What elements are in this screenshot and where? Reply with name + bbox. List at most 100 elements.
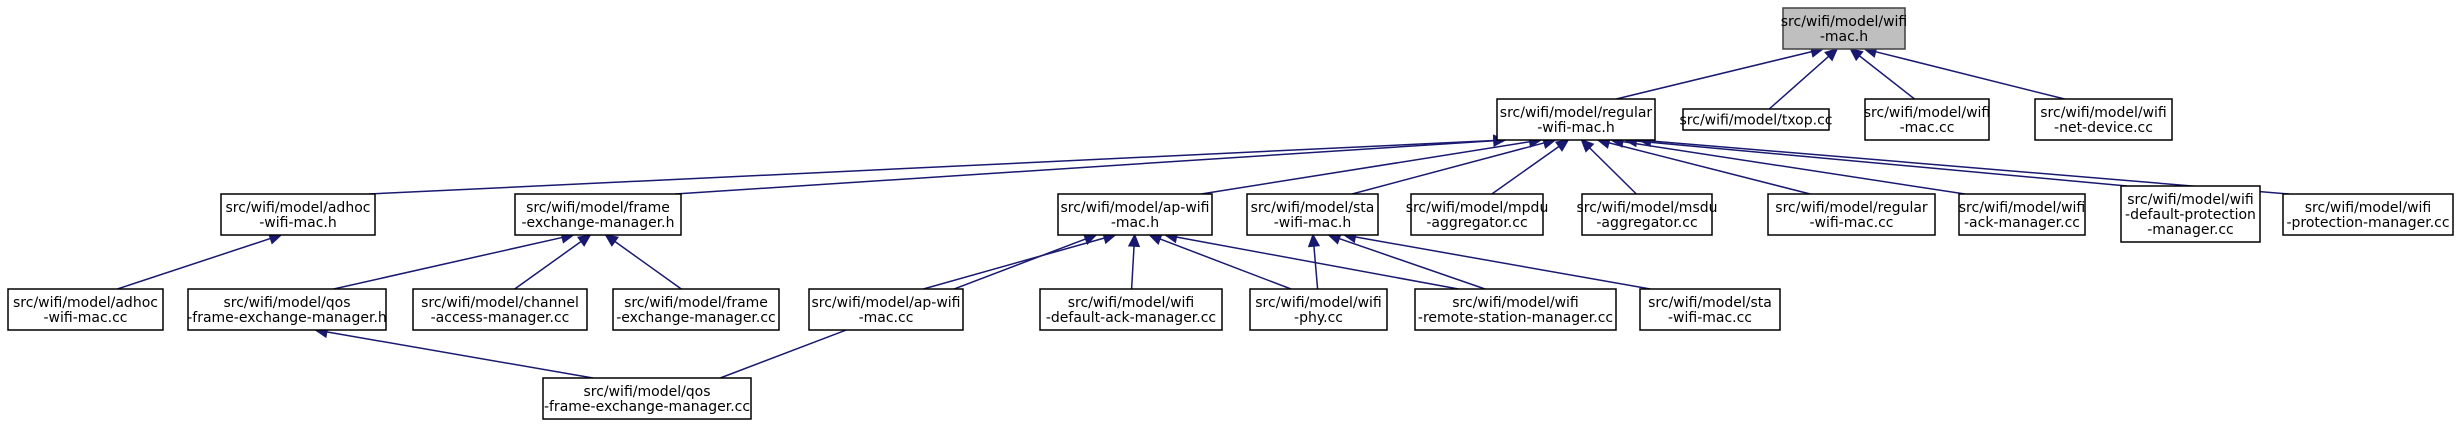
node-label-line: -aggregator.cc — [1426, 215, 1527, 231]
node-box — [1864, 98, 1990, 141]
node-label-line: -wifi-mac.h — [259, 215, 337, 231]
edge-arrowhead — [1824, 47, 1839, 62]
edge-channel-access-manager-cc-to-frame-exchange-manager-h — [514, 233, 592, 290]
node-ap-wifi-mac-cc[interactable]: src/wifi/model/ap-wifi-mac.cc — [808, 288, 964, 331]
edge-line — [614, 240, 682, 290]
node-sta-wifi-mac-h[interactable]: src/wifi/model/sta-wifi-mac.h — [1246, 193, 1379, 236]
node-mpdu-aggregator-cc[interactable]: src/wifi/model/mpdu-aggregator.cc — [1406, 193, 1549, 236]
node-label-line: -mac.h — [1111, 215, 1159, 231]
node-wifi-protection-manager-cc[interactable]: src/wifi/model/wifi-protection-manager.c… — [2282, 193, 2454, 236]
node-wifi-ack-manager-cc[interactable]: src/wifi/model/wifi-ack-manager.cc — [1958, 193, 2086, 236]
node-label-line: src/wifi/model/txop.cc — [1680, 113, 1833, 129]
node-wifi-default-protection-manager-cc[interactable]: src/wifi/model/wifi-default-protection-m… — [2120, 185, 2261, 243]
node-label-line: -wifi-mac.cc — [43, 310, 127, 326]
edge-arrowhead — [1580, 138, 1595, 153]
node-box — [2120, 185, 2261, 243]
node-label-line: src/wifi/model/regular — [1500, 105, 1653, 121]
edge-line — [1636, 140, 2128, 187]
edge-line — [674, 139, 1495, 195]
node-box — [1249, 288, 1388, 331]
node-box — [1958, 193, 2086, 236]
edge-arrowhead — [1127, 233, 1141, 248]
edge-line — [333, 236, 563, 290]
node-layer: src/wifi/model/wifi-mac.hsrc/wifi/model/… — [7, 7, 2454, 420]
node-label-line: -mac.cc — [1900, 120, 1955, 136]
node-label-line: src/wifi/model/adhoc — [13, 295, 158, 311]
node-box — [7, 288, 164, 331]
node-label-line: src/wifi/model/wifi — [2040, 105, 2167, 121]
node-label-line: -remote-station-manager.cc — [1418, 310, 1613, 326]
edge-wifi-net-device-cc-to-wifi-mac-h — [1863, 45, 2065, 100]
edge-qos-frame-exchange-manager-cc-to-qos-frame-exchange-manager-h — [314, 325, 594, 379]
edge-line — [1858, 55, 1916, 100]
edge-wifi-ack-manager-cc-to-regular-wifi-mac-h — [1609, 135, 1966, 195]
node-msdu-aggregator-cc[interactable]: src/wifi/model/msdu-aggregator.cc — [1576, 193, 1718, 236]
edge-line — [1616, 50, 1813, 100]
node-frame-exchange-manager-h[interactable]: src/wifi/model/frame-exchange-manager.h — [514, 193, 682, 236]
edge-arrowhead — [1849, 47, 1864, 62]
node-channel-access-manager-cc[interactable]: src/wifi/model/channel-access-manager.cc — [412, 288, 588, 331]
edge-arrowhead — [577, 233, 592, 247]
node-wifi-phy-cc[interactable]: src/wifi/model/wifi-phy.cc — [1249, 288, 1388, 331]
edge-line — [326, 331, 594, 379]
node-box — [1767, 193, 1936, 236]
node-label-line: -phy.cc — [1294, 310, 1343, 326]
edge-layer — [117, 45, 2290, 379]
node-ap-wifi-mac-h[interactable]: src/wifi/model/ap-wifi-mac.h — [1057, 193, 1213, 236]
node-label-line: src/wifi/model/wifi — [1452, 295, 1579, 311]
node-wifi-mac-cc[interactable]: src/wifi/model/wifi-mac.cc — [1864, 98, 1991, 141]
node-sta-wifi-mac-cc[interactable]: src/wifi/model/sta-wifi-mac.cc — [1639, 288, 1781, 331]
node-wifi-net-device-cc[interactable]: src/wifi/model/wifi-net-device.cc — [2034, 98, 2173, 141]
node-txop-cc[interactable]: src/wifi/model/txop.cc — [1680, 108, 1833, 131]
node-label-line: src/wifi/model/qos — [223, 295, 350, 311]
node-label-line: src/wifi/model/qos — [583, 384, 710, 400]
node-box — [2282, 193, 2454, 236]
edge-line — [1176, 236, 1459, 290]
node-frame-exchange-manager-cc[interactable]: src/wifi/model/frame-exchange-manager.cc — [612, 288, 780, 331]
node-adhoc-wifi-mac-cc[interactable]: src/wifi/model/adhoc-wifi-mac.cc — [7, 288, 164, 331]
edge-line — [1875, 50, 2065, 100]
edge-line — [1351, 142, 1545, 195]
edge-line — [1491, 145, 1560, 195]
node-qos-frame-exchange-manager-h[interactable]: src/wifi/model/qos-frame-exchange-manage… — [187, 288, 387, 331]
edge-line — [1650, 140, 2290, 195]
edge-adhoc-wifi-mac-h-to-regular-wifi-mac-h — [368, 134, 1507, 195]
node-label-line: -wifi-mac.cc — [1668, 310, 1752, 326]
node-regular-wifi-mac-cc[interactable]: src/wifi/model/regular-wifi-mac.cc — [1767, 193, 1936, 236]
node-label-line: src/wifi/model/wifi — [1864, 105, 1991, 121]
edge-line — [1159, 238, 1292, 290]
edge-frame-exchange-manager-cc-to-frame-exchange-manager-h — [604, 233, 682, 290]
node-adhoc-wifi-mac-h[interactable]: src/wifi/model/adhoc-wifi-mac.h — [220, 193, 376, 236]
node-label-line: src/wifi/model/wifi — [1959, 200, 2086, 216]
node-regular-wifi-mac-h[interactable]: src/wifi/model/regular-wifi-mac.h — [1496, 98, 1656, 141]
node-wifi-default-ack-manager-cc[interactable]: src/wifi/model/wifi-default-ack-manager.… — [1039, 288, 1223, 331]
edge-line — [923, 237, 1105, 290]
node-box — [1682, 108, 1830, 131]
edge-line — [1130, 245, 1135, 290]
node-label-line: src/wifi/model/ap-wifi — [1060, 200, 1209, 216]
edge-line — [1622, 140, 1966, 195]
edge-mpdu-aggregator-cc-to-regular-wifi-mac-h — [1491, 138, 1570, 195]
node-wifi-remote-station-manager-cc[interactable]: src/wifi/model/wifi-remote-station-manag… — [1414, 288, 1617, 331]
node-label-line: src/wifi/model/frame — [624, 295, 768, 311]
edge-line — [1354, 236, 1651, 290]
node-box — [1581, 193, 1713, 236]
edge-line — [514, 240, 582, 290]
node-label-line: src/wifi/model/wifi — [2305, 200, 2432, 216]
node-label-line: src/wifi/model/frame — [526, 200, 670, 216]
node-box — [514, 193, 682, 236]
node-box — [2034, 98, 2173, 141]
edge-arrowhead — [1554, 138, 1570, 152]
node-label-line: src/wifi/model/channel — [421, 295, 579, 311]
node-label-line: -protection-manager.cc — [2286, 215, 2449, 231]
node-label-line: src/wifi/model/msdu — [1576, 200, 1717, 216]
node-box — [1246, 193, 1379, 236]
node-box — [1496, 98, 1656, 141]
node-box — [1639, 288, 1781, 331]
node-label-line: src/wifi/model/wifi — [2127, 192, 2254, 208]
node-label-line: src/wifi/model/wifi — [1255, 295, 1382, 311]
edge-line — [368, 139, 1495, 195]
node-qos-frame-exchange-manager-cc[interactable]: src/wifi/model/qos-frame-exchange-manage… — [542, 377, 752, 420]
edge-line — [1313, 245, 1319, 290]
edge-txop-cc-to-wifi-mac-h — [1768, 47, 1839, 110]
